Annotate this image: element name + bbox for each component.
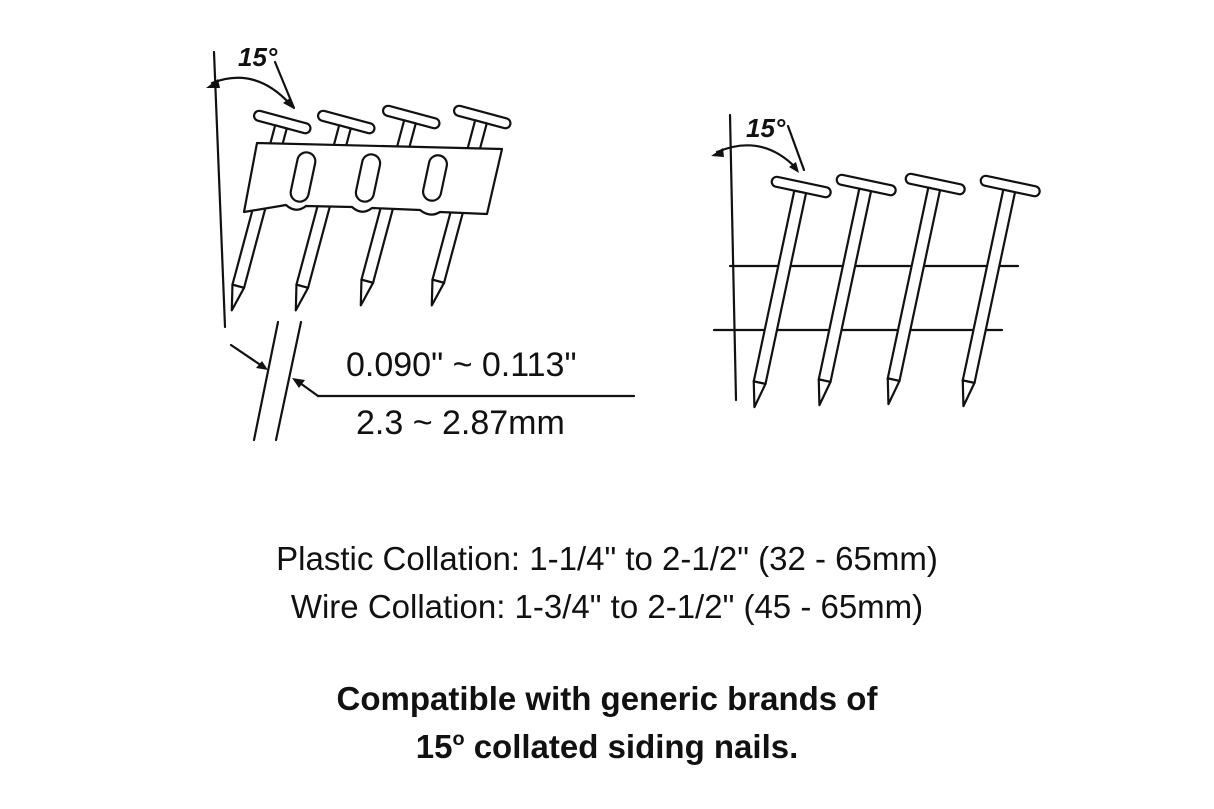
plastic-collation-strip <box>242 141 504 216</box>
left-angle-arc <box>206 60 296 110</box>
right-nail-2 <box>817 173 897 407</box>
compatibility-line-2: 15o collated siding nails. <box>0 728 1214 766</box>
plastic-collation-spec: Plastic Collation: 1-1/4" to 2-1/2" (32 … <box>276 540 938 577</box>
left-reference-line <box>212 50 227 329</box>
right-angle-arc <box>711 124 806 173</box>
right-nail-4 <box>961 174 1041 408</box>
right-nail-1 <box>752 175 832 409</box>
compatibility-degree-symbol: o <box>452 728 465 751</box>
right-reference-line <box>728 113 738 402</box>
compatibility-line-1: Compatible with generic brands of <box>336 680 878 717</box>
right-angle-label: 15° <box>746 113 786 143</box>
compatibility-degree-number: 15 <box>415 728 453 765</box>
wire-collation-spec: Wire Collation: 1-3/4" to 2-1/2" (45 - 6… <box>290 588 924 625</box>
right-nail-3 <box>886 172 966 406</box>
diameter-mm-label: 2.3 ~ 2.87mm <box>356 404 565 442</box>
wire-collation <box>712 264 1020 332</box>
diameter-dimension <box>229 320 636 442</box>
left-angle-label: 15° <box>238 42 278 72</box>
diameter-inches-label: 0.090" ~ 0.113" <box>346 346 577 384</box>
compatibility-line-2-text: collated siding nails. <box>464 728 799 765</box>
